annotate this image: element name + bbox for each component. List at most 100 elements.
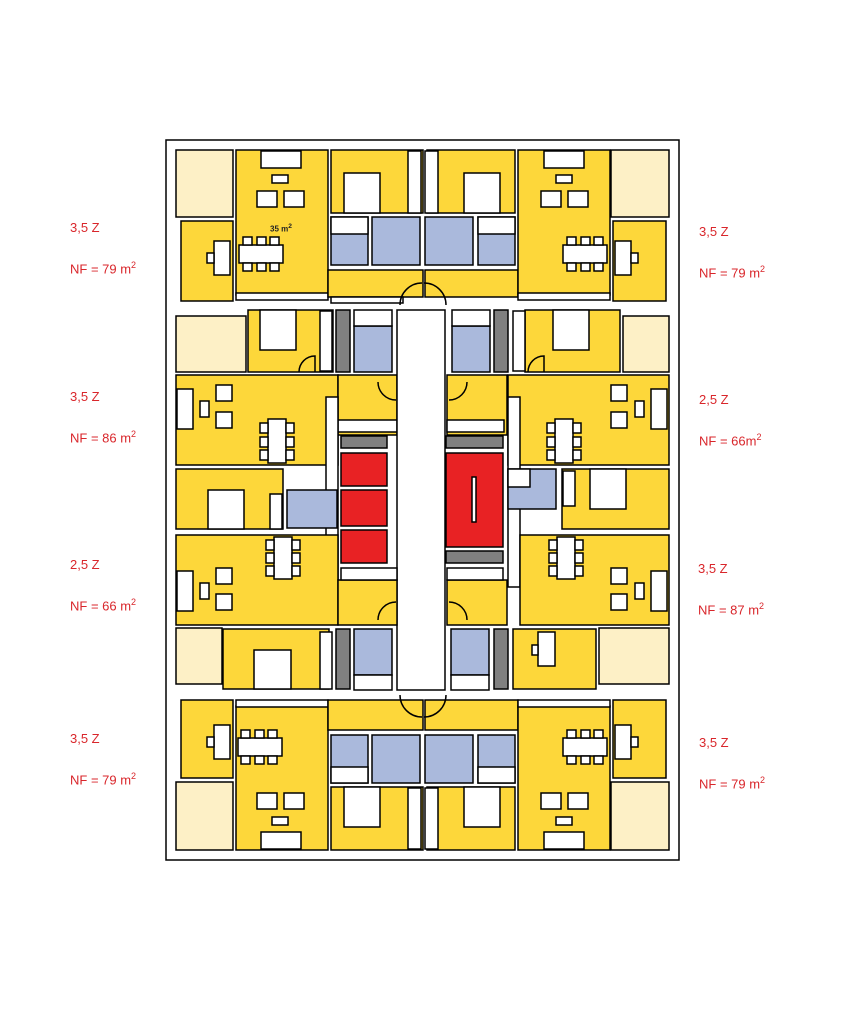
bed [253,649,292,690]
bed [259,309,297,351]
unit-area-label: NF = 66 m2 [70,597,136,613]
corridor [424,269,519,298]
door-swing [423,282,447,306]
sofa [176,570,194,612]
elevator [340,452,388,487]
unit-rooms-label: 3,5 Z [70,389,100,404]
balcony [175,781,234,851]
area-text: NF = 79 m [70,772,132,788]
unit-rooms-label: 3,5 Z [699,735,729,750]
bathroom [424,734,474,784]
corridor [424,699,519,731]
area-sup: 2 [288,223,292,230]
sofa [650,388,668,430]
door-swing [448,381,468,401]
area-sup: 2 [131,597,137,607]
area-sup: 2 [131,429,137,439]
area-sup: 2 [760,775,766,785]
balcony [175,315,247,373]
balcony [175,149,234,218]
chair [206,252,215,264]
room-living [519,534,670,626]
corridor-core [396,309,446,691]
bathroom [451,325,491,373]
unit-area-label: NF = 87 m2 [698,601,764,617]
bathroom [450,628,490,676]
shaft [493,309,509,373]
dining-table [238,244,284,264]
bathroom [424,216,474,266]
armchair [283,190,305,208]
bed [343,172,381,214]
room-living [517,149,611,296]
dining-table [562,737,608,757]
door-swing [399,282,423,306]
entry-hall [337,579,398,626]
wardrobe [512,310,526,372]
door-swing [377,381,397,401]
shaft [493,628,509,690]
door-swing [298,355,316,373]
unit-rooms-label: 3,5 Z [70,731,100,746]
room-living [175,374,339,466]
door-swing [377,601,397,621]
area-text: NF = 86 m [70,430,132,446]
sofa [543,831,585,850]
area-sup: 2 [131,260,137,270]
area-text: NF = 79 m [699,265,761,281]
room-living [507,374,670,466]
sofa [650,570,668,612]
bathroom [353,325,393,373]
unit-rooms-label: 3,5 Z [698,561,728,576]
shaft [445,550,504,564]
dining-table [556,536,576,580]
unit-rooms-label: 2,5 Z [70,557,100,572]
unit-rooms-label: 2,5 Z [699,392,729,407]
armchair [256,190,278,208]
dining-table [237,737,283,757]
area-sup: 2 [756,432,762,442]
door-swing [423,694,447,718]
sofa [176,388,194,430]
bathroom [371,734,421,784]
balcony [598,627,670,685]
door-swing [448,601,468,621]
unit-area-label: NF = 79 m2 [699,775,765,791]
bed [463,786,501,828]
area-sup: 2 [760,264,766,274]
room-living [175,534,339,626]
area-sup: 2 [759,601,765,611]
area-text: NF = 79 m [70,261,132,277]
unit-area-label: NF = 79 m2 [699,264,765,280]
wardrobe [319,310,333,372]
shaft [335,628,351,690]
unit-rooms-label: 3,5 Z [699,224,729,239]
corridor [327,269,424,298]
room-area-label: 35 m2 [270,223,292,234]
area-text: NF = 66m [699,433,757,449]
room-living [517,705,611,851]
bathroom [286,489,338,529]
area-text: NF = 87 m [698,602,760,618]
bed [463,172,501,214]
bathroom [353,628,393,676]
sofa [543,150,585,169]
area-value: 35 m [270,224,289,234]
wardrobe [424,150,439,214]
dining-table [554,418,574,464]
table [213,240,231,276]
bathroom [371,216,421,266]
shaft [445,435,504,449]
kitchen-counter [235,292,329,301]
unit-area-label: NF = 66m2 [699,432,761,448]
area-sup: 2 [131,771,137,781]
bed [552,309,590,351]
unit-rooms-label: 3,5 Z [70,220,100,235]
area-text: NF = 66 m [70,598,132,614]
door-swing [399,694,423,718]
dining-table [273,536,293,580]
unit-area-label: NF = 86 m2 [70,429,136,445]
dining-table [562,244,608,264]
corridor [327,699,424,731]
